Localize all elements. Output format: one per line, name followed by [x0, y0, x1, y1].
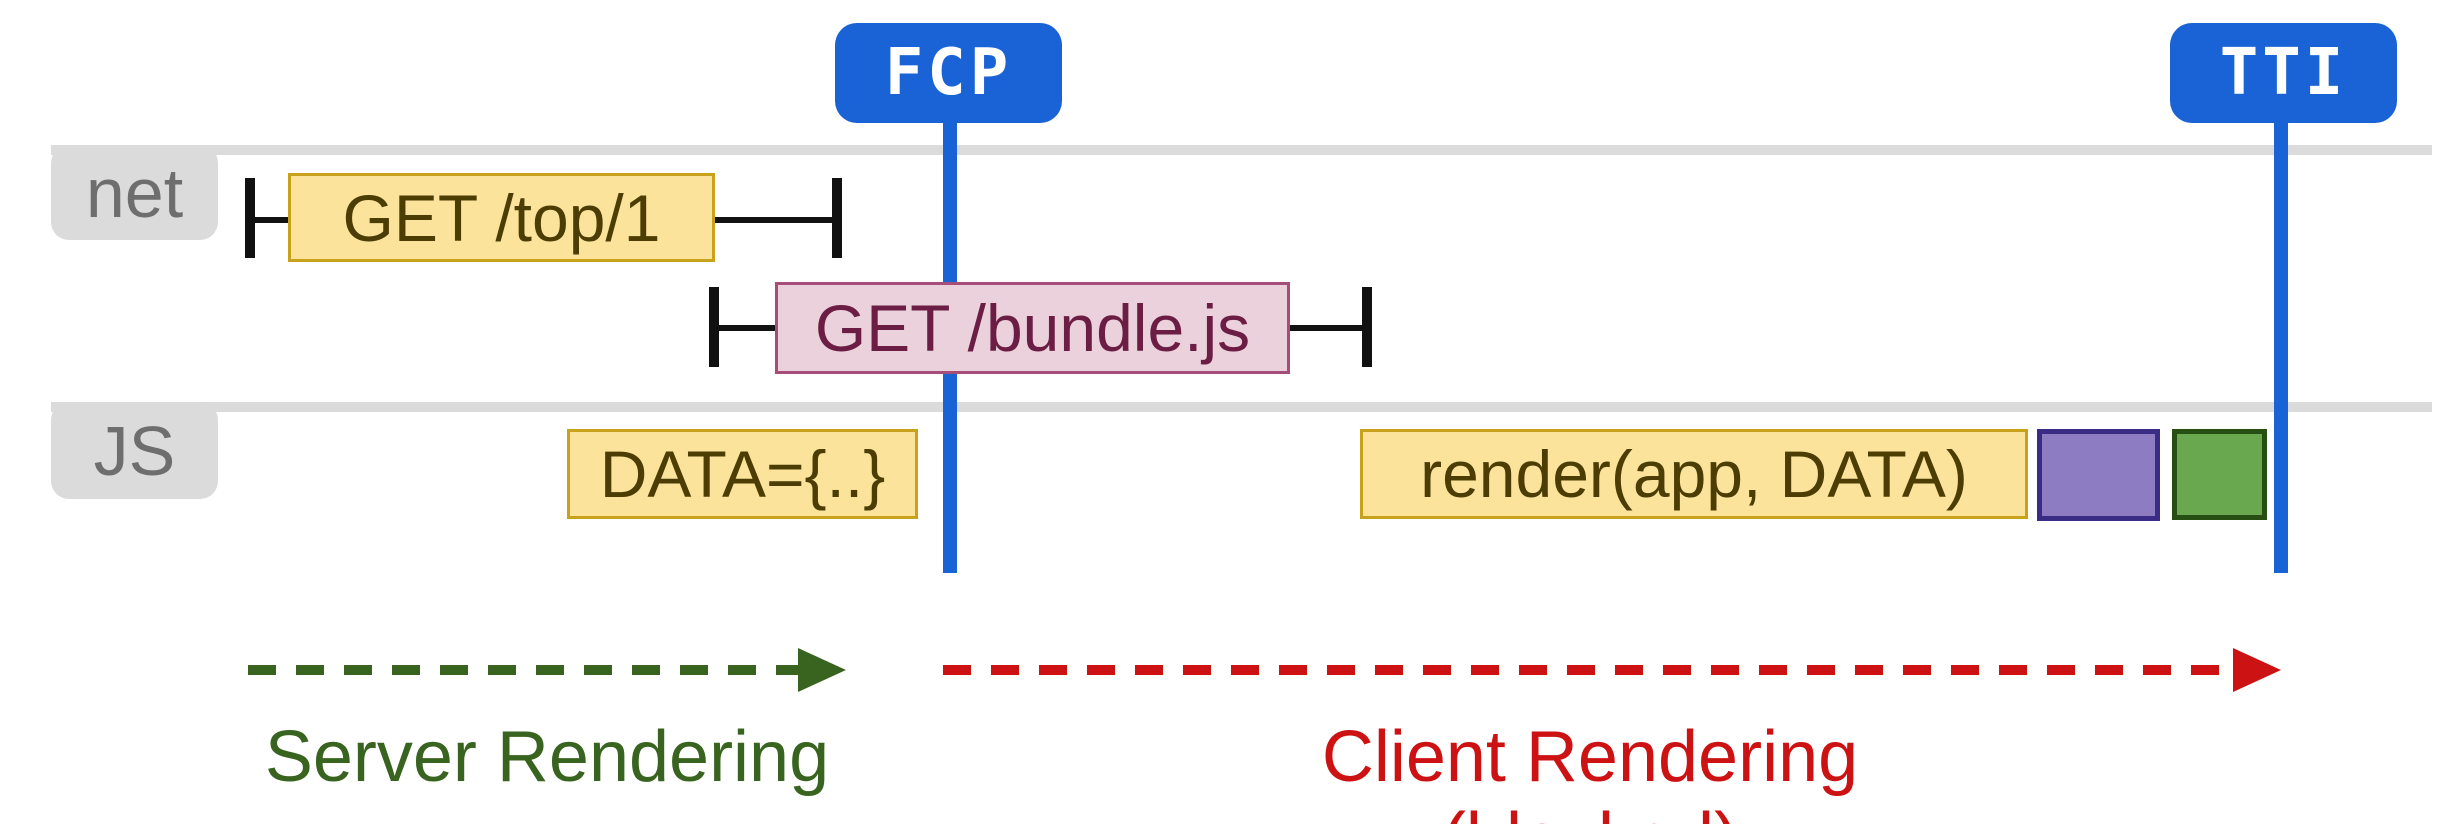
- render-task-label: render(app, DATA): [1420, 437, 1968, 511]
- js-lane-label-text: JS: [93, 411, 176, 490]
- purple-task-box: [2037, 429, 2160, 521]
- get-bundle-start-tick: [709, 287, 719, 367]
- server-rendering-phase-text: Server Rendering: [264, 717, 830, 797]
- green-task-box: [2172, 429, 2267, 520]
- net-lane-strip: [51, 145, 2432, 155]
- get-bundle-end-tick: [1362, 287, 1372, 367]
- js-lane-label: JS: [51, 402, 218, 499]
- fcp-badge: FCP: [835, 23, 1062, 123]
- tti-badge-text: TTI: [2219, 36, 2348, 110]
- get-bundle-start-whisker: [715, 325, 777, 331]
- render-task-box: render(app, DATA): [1360, 429, 2028, 519]
- server-rendering-arrowhead-icon: [798, 648, 846, 692]
- get-top-end-tick: [832, 178, 842, 258]
- tti-marker-line: [2274, 110, 2288, 573]
- get-top-request-box: GET /top/1: [288, 173, 715, 262]
- client-rendering-arrowhead-icon: [2233, 648, 2281, 692]
- data-assign-task-box: DATA={..}: [567, 429, 918, 519]
- get-bundle-end-whisker: [1288, 325, 1366, 331]
- client-rendering-phase-text: Client Rendering (blocked): [1321, 717, 1859, 824]
- get-top-request-label: GET /top/1: [342, 180, 661, 255]
- net-lane-label: net: [51, 145, 218, 240]
- server-rendering-phase-label: Server Rendering: [247, 716, 847, 798]
- client-rendering-phase-label: Client Rendering (blocked): [1190, 716, 1990, 824]
- get-bundle-request-label: GET /bundle.js: [814, 291, 1251, 365]
- data-assign-task-label: DATA={..}: [599, 437, 886, 511]
- get-top-end-whisker: [713, 217, 837, 223]
- tti-badge: TTI: [2170, 23, 2397, 123]
- get-top-start-whisker: [250, 217, 290, 223]
- net-lane-label-text: net: [85, 153, 184, 232]
- js-lane-strip: [51, 402, 2432, 412]
- get-bundle-request-box: GET /bundle.js: [775, 282, 1290, 374]
- server-rendering-arrow: [248, 665, 798, 675]
- fcp-badge-text: FCP: [884, 36, 1013, 110]
- client-rendering-arrow: [943, 665, 2233, 675]
